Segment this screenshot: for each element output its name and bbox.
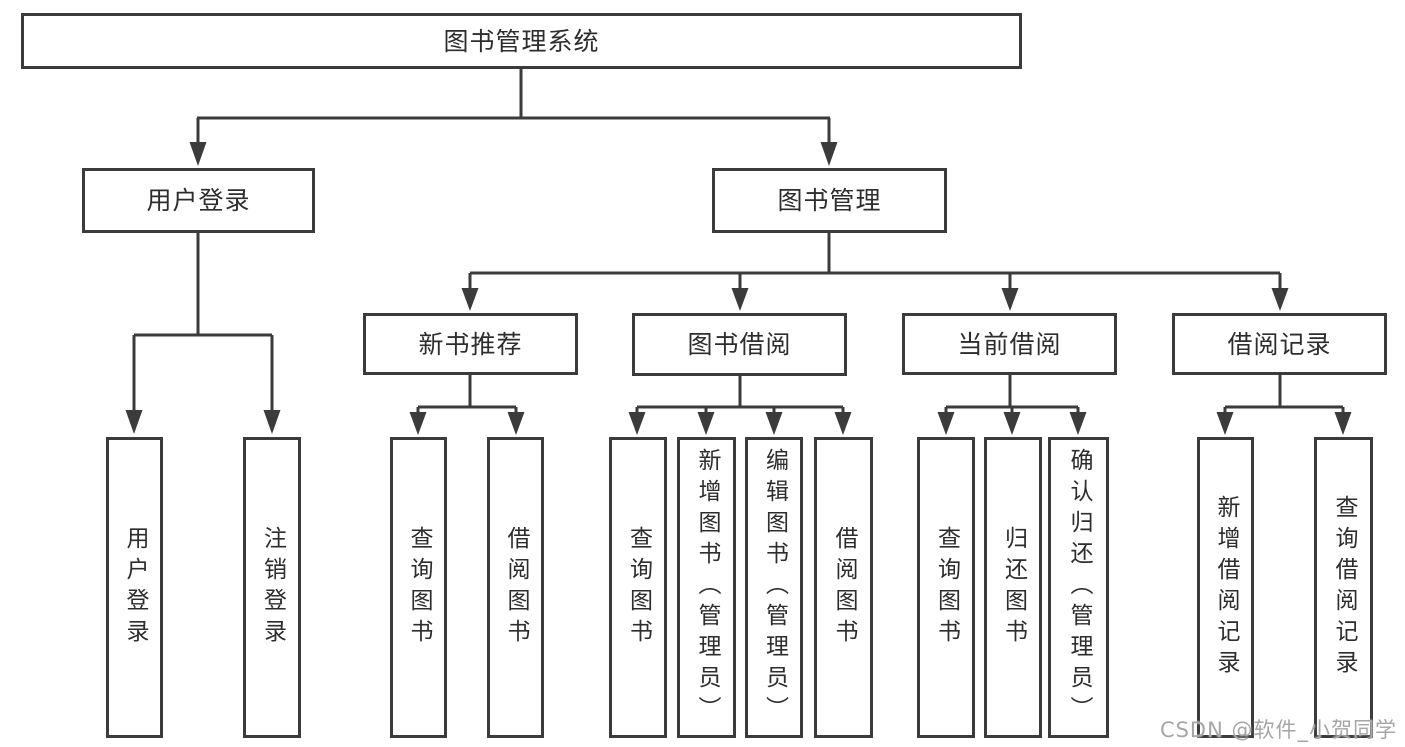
node-label: 新增借阅记录 (1213, 494, 1239, 681)
leaf-query-books: 查询图书 (390, 437, 447, 738)
node-label: 新增图书（管理员） (694, 448, 720, 727)
leaf-user-login: 用户登录 (106, 437, 163, 738)
node-book-management: 图书管理 (712, 168, 947, 233)
leaf-query-borrow-record: 查询借阅记录 (1314, 437, 1373, 738)
node-label: 借阅图书 (503, 525, 529, 650)
node-user-login: 用户登录 (82, 168, 315, 233)
leaf-query-books: 查询图书 (609, 437, 667, 738)
node-label: 注销登录 (259, 525, 286, 650)
leaf-confirm-return-admin: 确认归还（管理员） (1048, 437, 1109, 738)
leaf-borrow-books: 借阅图书 (814, 437, 873, 738)
leaf-return-books: 归还图书 (984, 437, 1042, 738)
node-library-system: 图书管理系统 (21, 13, 1022, 69)
node-label: 归还图书 (1000, 525, 1027, 650)
leaf-add-books-admin: 新增图书（管理员） (677, 437, 736, 738)
node-label: 确认归还（管理员） (1066, 448, 1092, 727)
node-new-book-recommendation: 新书推荐 (363, 313, 578, 375)
node-label: 借阅记录 (1227, 329, 1332, 359)
node-label: 编辑图书（管理员） (761, 448, 788, 727)
leaf-add-borrow-record: 新增借阅记录 (1197, 437, 1254, 738)
node-label: 当前借阅 (957, 329, 1062, 359)
node-current-borrowing: 当前借阅 (902, 313, 1117, 375)
node-label: 图书管理系统 (443, 26, 600, 56)
leaf-borrow-books: 借阅图书 (487, 437, 544, 738)
node-book-borrowing: 图书借阅 (632, 313, 847, 376)
leaf-query-books: 查询图书 (917, 437, 975, 738)
node-label: 查询图书 (933, 525, 960, 650)
leaf-edit-books-admin: 编辑图书（管理员） (745, 437, 803, 738)
node-label: 查询图书 (406, 525, 432, 650)
node-label: 图书管理 (777, 186, 882, 215)
node-label: 新书推荐 (418, 329, 523, 359)
watermark: CSDN @软件_小贺同学 (1159, 718, 1397, 742)
node-label: 查询借阅记录 (1331, 494, 1357, 681)
node-borrowing-records: 借阅记录 (1172, 313, 1387, 375)
node-label: 用户登录 (146, 186, 251, 215)
node-label: 借阅图书 (831, 525, 857, 650)
node-label: 图书借阅 (687, 330, 792, 359)
node-label: 用户登录 (122, 525, 148, 650)
node-label: 查询图书 (625, 525, 652, 650)
leaf-logout: 注销登录 (243, 437, 301, 738)
